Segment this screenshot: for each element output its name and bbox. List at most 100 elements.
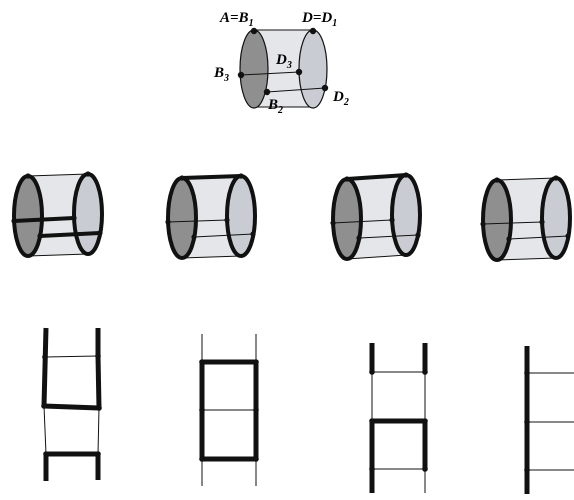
cylinder-4-chord-upper — [482, 221, 543, 225]
cylinder-2-dot — [165, 219, 171, 225]
cylinder-4-dot — [553, 175, 559, 181]
ladder-1-dot — [41, 403, 47, 409]
cylinder-4-top-edge — [496, 177, 557, 181]
cylinder-3 — [330, 172, 422, 261]
cylinder-2-band — [182, 176, 241, 258]
point-b3 — [237, 71, 245, 79]
cylinder-2-dot — [250, 231, 256, 237]
point-b2 — [263, 88, 271, 96]
cylinder-2-bottom-edge — [181, 255, 242, 259]
ladder-1-dot — [42, 354, 48, 360]
cylinder-3-dot — [389, 217, 395, 223]
cylinder-1-dot — [85, 171, 91, 177]
ladder-1-right-rail-mid — [95, 355, 102, 409]
cylinder-3-chord-lower — [358, 234, 419, 239]
cylinder-3-dot — [415, 232, 421, 238]
cylinder-3-chord-upper — [332, 219, 393, 224]
ladder-1-dot — [95, 353, 101, 359]
ladder-1-rung — [43, 403, 100, 411]
ladder-2-dot — [253, 407, 259, 413]
ladder-2-dot — [199, 456, 205, 462]
cylinder-3-dot — [356, 235, 362, 241]
label-d3: D3 — [275, 52, 292, 71]
ladder-3 — [369, 343, 428, 493]
ladder-2 — [199, 334, 259, 486]
ladder-3-dot — [422, 466, 428, 472]
cylinder-1-top-edge — [27, 173, 89, 177]
chord-b2-d2 — [266, 87, 326, 93]
cylinder-2-dot — [224, 217, 230, 223]
cylinder-4-left-disk — [481, 178, 513, 262]
cylinder-4 — [480, 175, 572, 262]
cylinder-1-dot — [11, 218, 17, 224]
cylinder-4-dot — [539, 219, 545, 225]
label-a-b1: A=B1 — [219, 10, 254, 29]
ladder-1 — [41, 327, 102, 481]
point-d3 — [295, 68, 303, 76]
ladder-3-dot — [369, 418, 375, 424]
cylinder-3-dot — [330, 220, 336, 226]
cylinder-2 — [165, 173, 257, 260]
right-disk — [298, 29, 328, 109]
ladder-1-rung — [44, 355, 99, 358]
cylinder-2-top-edge — [181, 174, 242, 180]
ladder-2-dot — [199, 407, 205, 413]
cylinder-1-chord-lower — [39, 231, 101, 238]
cylinder-3-dot — [403, 172, 409, 178]
cylinder-1 — [11, 171, 104, 258]
cylinder-2-dot — [238, 173, 244, 179]
cylinder-3-left-disk — [331, 177, 363, 261]
cylinder-1-left-disk — [12, 174, 44, 258]
cylinder-band — [253, 30, 313, 107]
cylinder-4-band — [497, 178, 556, 260]
cylinder-1-bottom-edge — [27, 253, 89, 257]
cylinder-3-right-disk — [390, 173, 422, 257]
cylinder-2-chord-lower — [193, 233, 254, 238]
ladder-3-dot — [422, 418, 428, 424]
cylinder-2-right-disk — [225, 174, 257, 258]
cylinder-4-dot — [506, 236, 512, 242]
cylinder-4-right-disk — [540, 176, 572, 260]
cylinder-3-top-edge — [346, 173, 407, 181]
ladder-1-right-rail-lower — [97, 407, 100, 455]
cylinder-1-dot — [37, 233, 43, 239]
ladder-2-dot — [199, 359, 205, 365]
ladder-3-dot — [369, 369, 375, 375]
ladder-4-dot — [524, 467, 530, 473]
cylinder-1-dot — [97, 230, 103, 236]
cylinder-3-bottom-edge — [346, 254, 407, 260]
cylinder-3-dot — [344, 176, 350, 182]
cylinder-2-left-disk — [166, 176, 198, 260]
label-b3: B3 — [213, 65, 229, 84]
cylinder-2-chord-upper — [167, 219, 228, 223]
ladder-4-dot — [524, 419, 530, 425]
ladder-2-dot — [253, 456, 259, 462]
cylinder-2-dot — [191, 234, 197, 240]
point-d-d1 — [309, 27, 317, 35]
cylinder-4-dot — [494, 177, 500, 183]
ladder-4 — [524, 346, 574, 494]
ladder-3-dot — [422, 369, 428, 375]
point-d2 — [321, 84, 329, 92]
ladder-1-dot — [43, 451, 49, 457]
cylinder-1-dot — [71, 215, 77, 221]
ladder-1-left-rail-lower — [43, 405, 47, 455]
label-b2: B2 — [267, 97, 283, 116]
ladder-3-dot — [369, 466, 375, 472]
cylinder-1-dot — [25, 173, 31, 179]
ladder-1-dot — [95, 451, 101, 457]
cylinder-1-chord-upper — [13, 216, 75, 223]
cylinder-1-right-disk — [72, 172, 104, 256]
cylinder-4-dot — [480, 221, 486, 227]
chord-b3-d3 — [240, 71, 300, 76]
ladder-1-dot — [96, 405, 102, 411]
labeled-cylinder: A=B1 D=D1 D3 B3 B2 D2 — [213, 10, 349, 116]
label-d2: D2 — [332, 89, 349, 108]
ladder-4-dot — [524, 370, 530, 376]
ladder-1-left-rail-upper — [41, 327, 49, 407]
ladder-2-dot — [253, 359, 259, 365]
cylinder-4-dot — [565, 233, 571, 239]
left-disk — [239, 29, 269, 109]
label-d-d1: D=D1 — [301, 10, 337, 29]
